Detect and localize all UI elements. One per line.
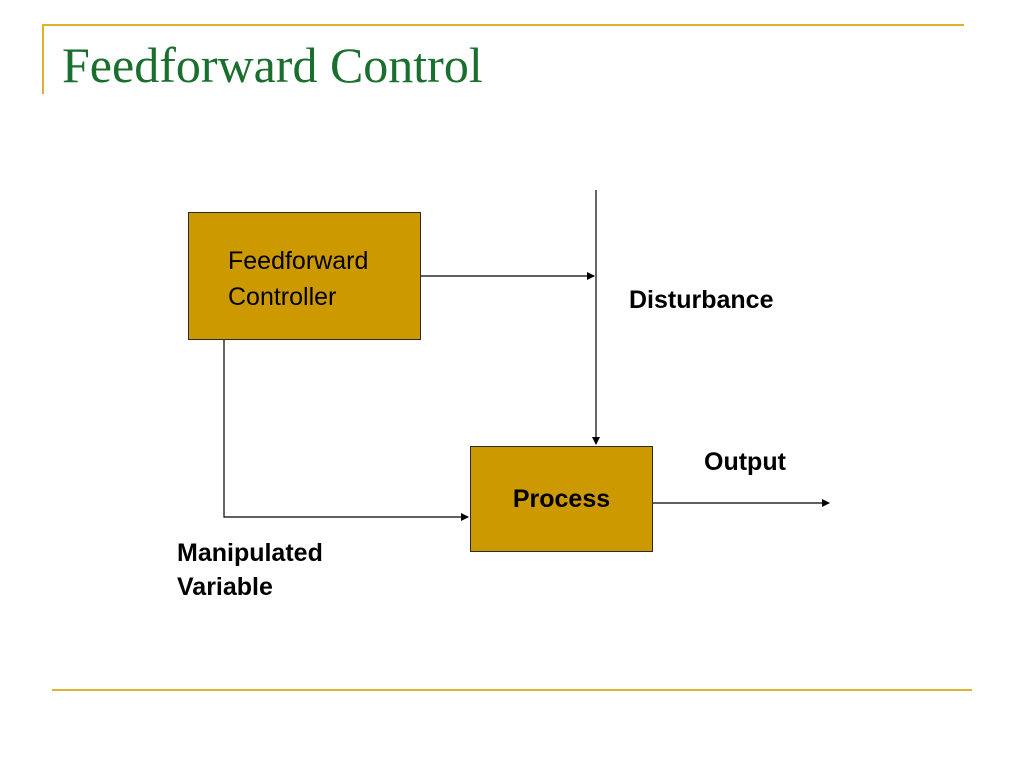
manipulated-variable-label: Manipulated Variable bbox=[177, 537, 323, 605]
feedforward-controller-label-line1: Feedforward bbox=[228, 247, 369, 275]
feedforward-controller-block: Feedforward Controller bbox=[188, 212, 421, 340]
manipulated-variable-label-line1: Manipulated bbox=[177, 539, 323, 567]
manipulated-variable-path bbox=[223, 340, 469, 521]
feedforward-controller-label: Feedforward Controller bbox=[228, 243, 368, 316]
left-rule bbox=[42, 24, 44, 94]
bottom-rule bbox=[52, 689, 972, 691]
feedforward-controller-label-line2: Controller bbox=[228, 283, 337, 312]
process-block: Process bbox=[470, 446, 653, 552]
process-label: Process bbox=[512, 485, 611, 513]
slide-title: Feedforward Control bbox=[62, 37, 483, 93]
manipulated-variable-label-line2: Variable bbox=[177, 572, 273, 601]
top-rule bbox=[42, 24, 964, 26]
disturbance-label: Disturbance bbox=[629, 286, 774, 314]
output-label: Output bbox=[704, 448, 786, 476]
